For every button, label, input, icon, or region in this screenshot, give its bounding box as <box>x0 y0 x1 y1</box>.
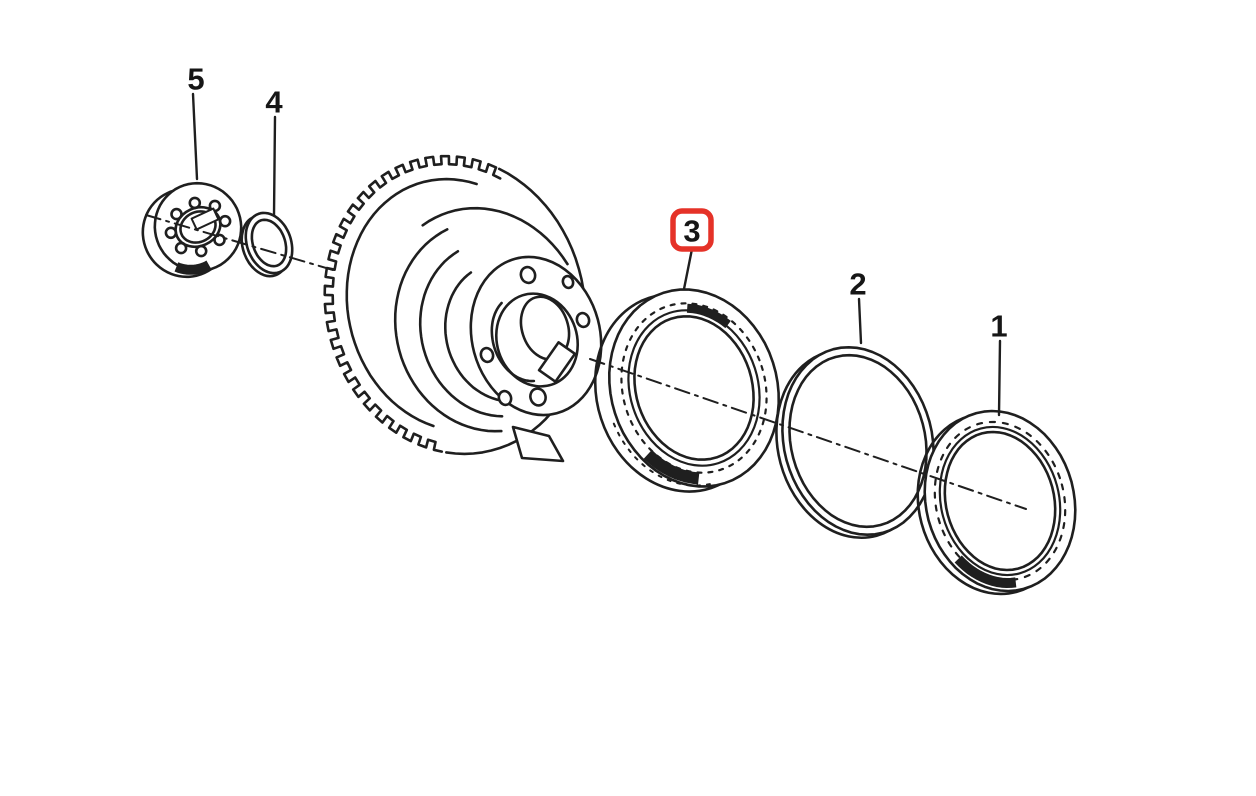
race-shadow-wedge <box>643 449 700 485</box>
callout-2[interactable]: 2 <box>849 267 867 345</box>
callout-1-leader <box>997 339 1002 417</box>
callout-5-label[interactable]: 5 <box>187 62 204 97</box>
flange-bolt-hole <box>575 311 591 329</box>
part-4-shim <box>240 211 294 278</box>
race-band-texture <box>610 416 711 487</box>
callout-4-leader <box>272 115 277 217</box>
callout-3[interactable]: 3 <box>670 208 714 291</box>
carrier-trunnion <box>511 425 565 463</box>
gear-teeth <box>323 154 502 453</box>
bearing-cage-window <box>190 207 220 231</box>
hub-step-arc <box>490 301 536 383</box>
callout-5-leader <box>191 92 199 181</box>
axis-centerline <box>145 214 1027 510</box>
ring-shadow-wedge <box>954 555 1017 588</box>
flange-bolt-hole <box>519 265 537 285</box>
centerline-segment <box>589 358 1027 510</box>
part-2-shim <box>775 346 935 540</box>
shim-ring <box>781 346 935 536</box>
ring-body <box>923 409 1077 593</box>
race-roller-texture <box>620 302 768 474</box>
callout-4-label[interactable]: 4 <box>265 85 283 120</box>
cross-pin-block <box>537 341 577 383</box>
ring-inner-edge <box>938 425 1062 577</box>
flange-bolt-hole <box>561 274 575 290</box>
part-5-taper-bearing <box>141 181 243 279</box>
flange-bolt-hole <box>529 387 547 407</box>
race-shadow-wedge <box>686 303 731 329</box>
bearing-rollers <box>164 196 232 258</box>
carrier-step-arc-2 <box>418 250 504 418</box>
bearing-shadow-wedge <box>173 260 212 275</box>
callout-3-leader <box>682 247 694 291</box>
callouts: 5 4 3 2 1 <box>187 62 1008 417</box>
shim-ring <box>244 211 294 275</box>
race-inner-edge <box>627 309 761 467</box>
callout-5[interactable]: 5 <box>187 62 205 181</box>
carrier-step-arc-1 <box>393 228 503 433</box>
carrier-top-arc <box>421 206 569 266</box>
crown-wheel-assembly <box>323 154 603 463</box>
diagram-linework: 5 4 3 2 1 <box>141 62 1077 596</box>
part-3-bearing-race <box>593 288 780 493</box>
callout-3-label[interactable]: 3 <box>683 214 700 249</box>
part-1-ring <box>916 409 1077 596</box>
flange-bolt-hole <box>497 389 513 407</box>
callout-1-label[interactable]: 1 <box>990 309 1007 344</box>
bearing-inner-race <box>174 205 222 249</box>
gear-face-arc <box>345 177 478 428</box>
race-ring <box>608 288 780 488</box>
callout-2-leader <box>857 297 863 345</box>
flange-bolt-hole <box>479 346 495 364</box>
carrier-step-arc-3 <box>444 271 507 403</box>
callout-4[interactable]: 4 <box>265 85 283 217</box>
callout-2-label[interactable]: 2 <box>849 267 866 302</box>
callout-1[interactable]: 1 <box>990 309 1008 417</box>
ring-texture <box>933 420 1067 582</box>
callout-3-highlight-box[interactable] <box>670 208 714 252</box>
centerline-segment <box>145 214 334 271</box>
